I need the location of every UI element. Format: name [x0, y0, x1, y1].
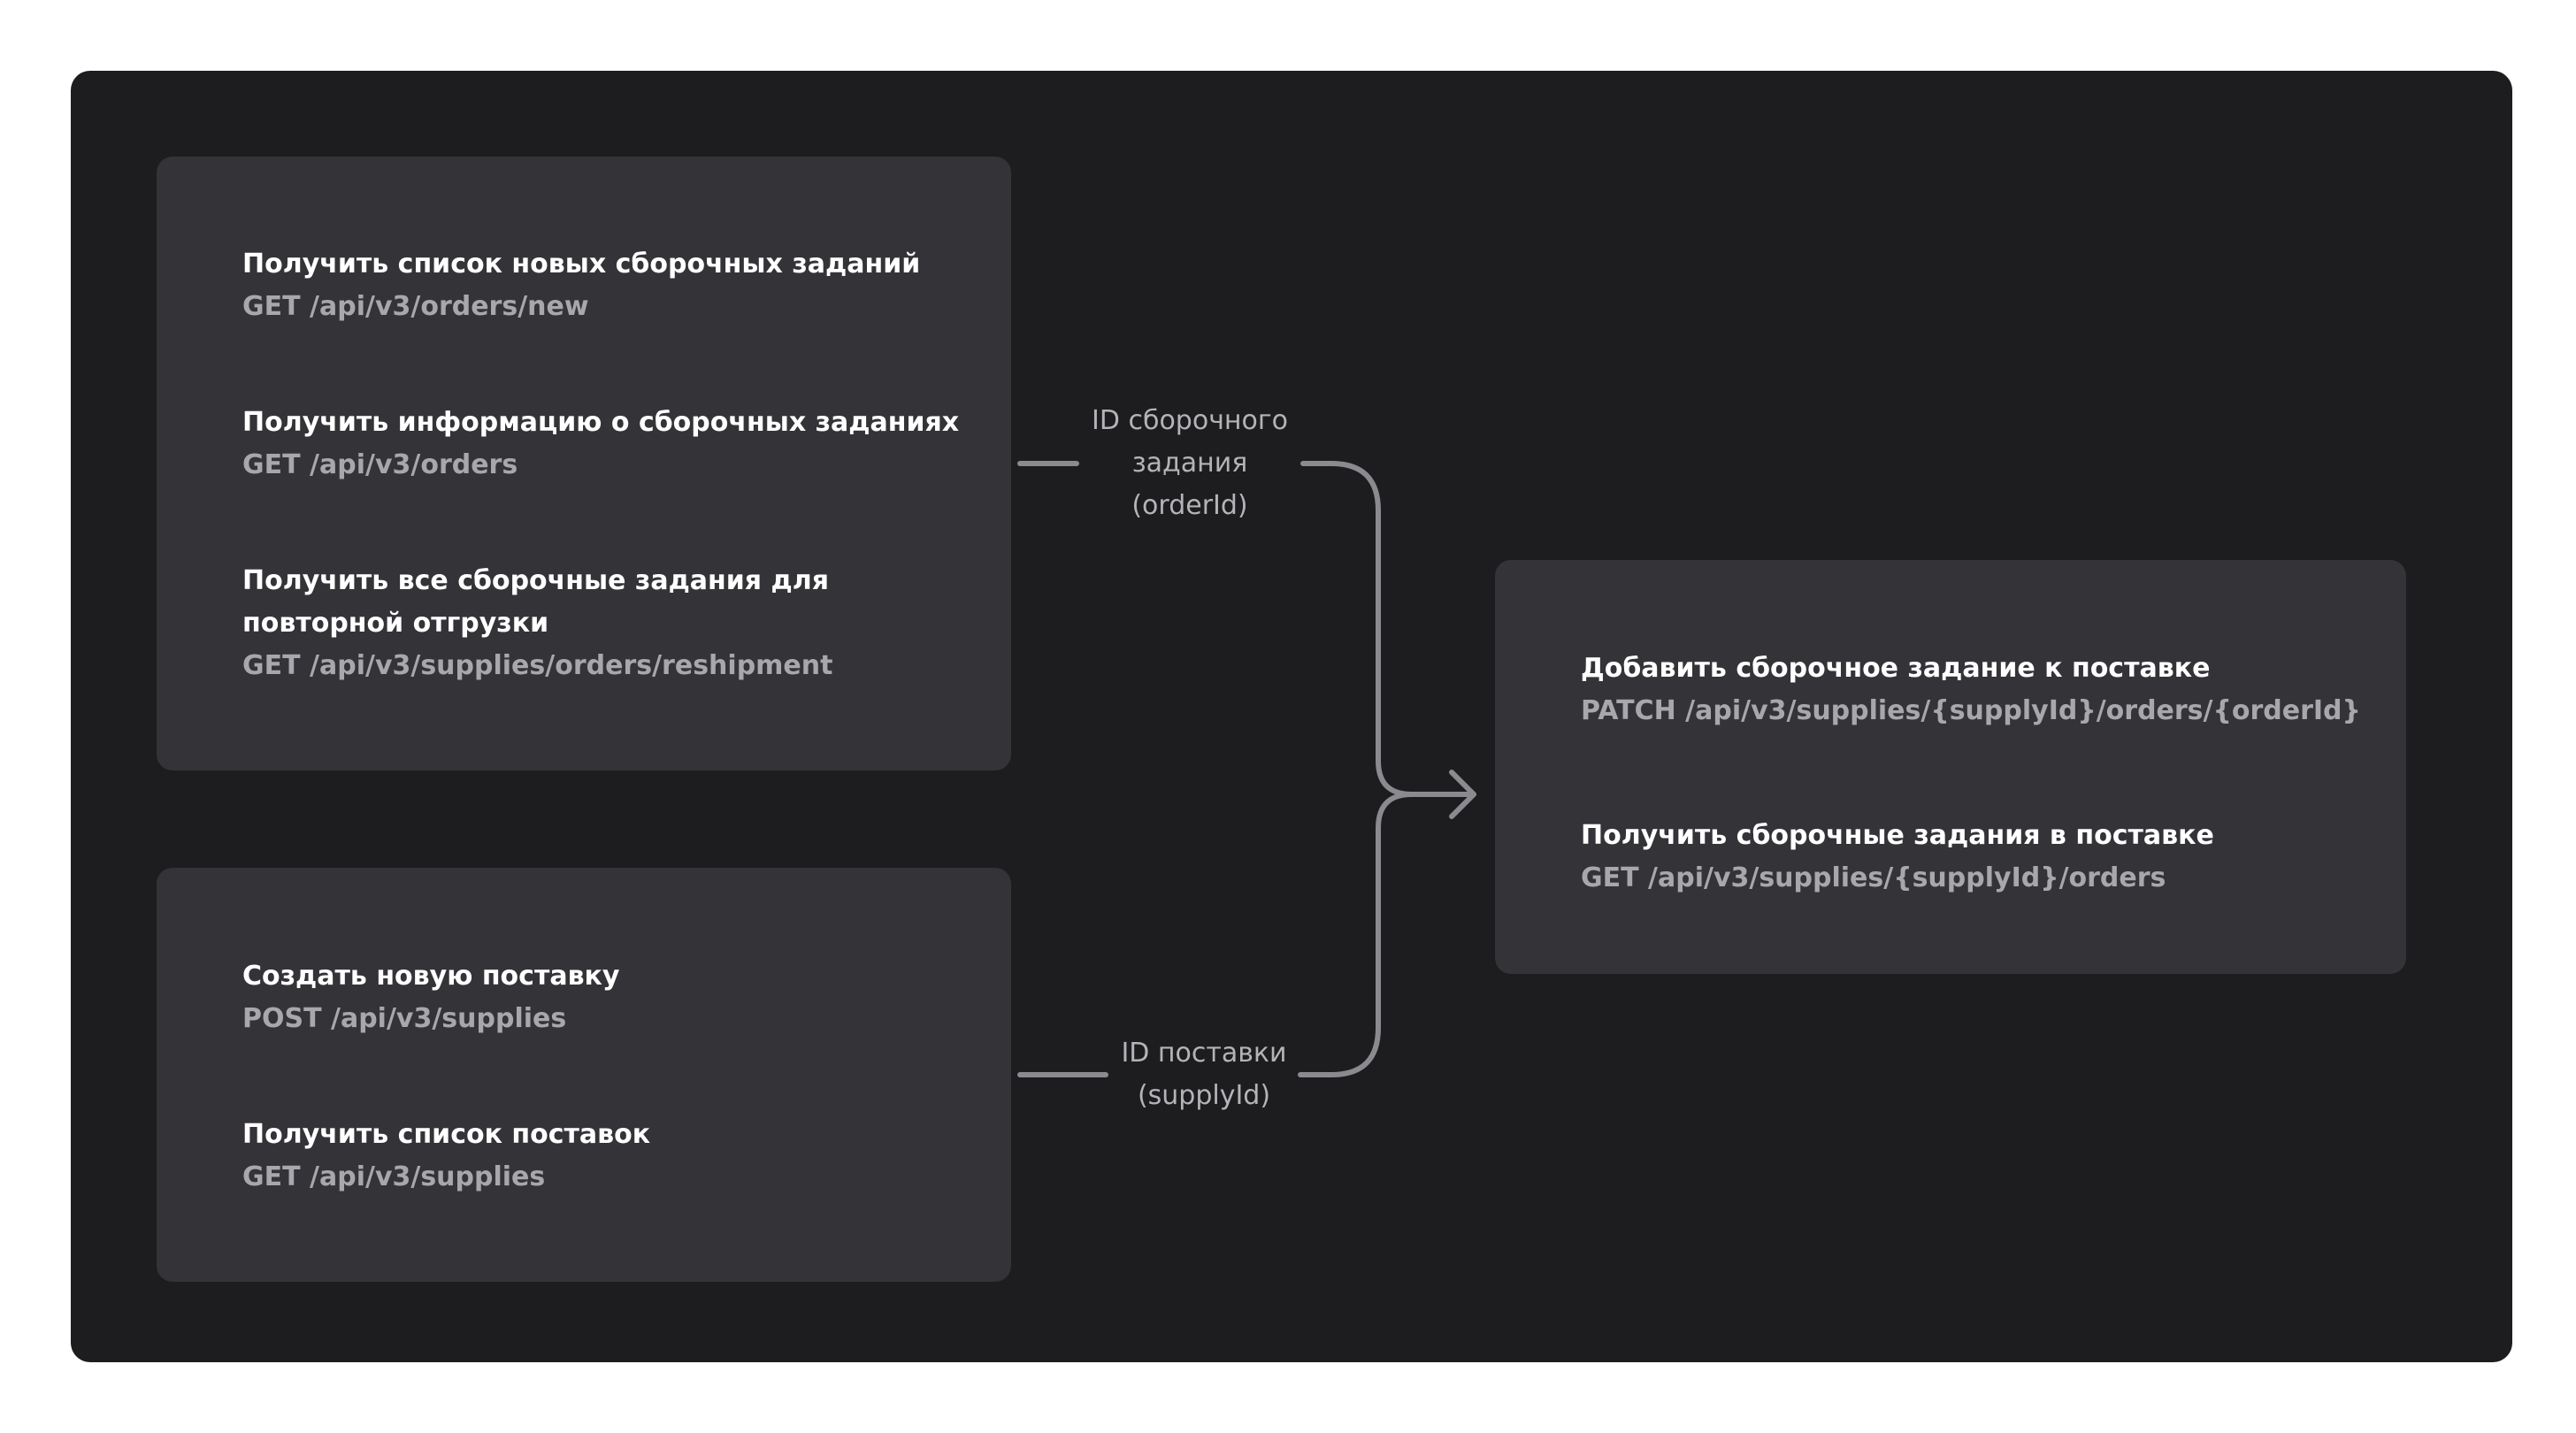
- order-id-label-line: задания: [1131, 448, 1248, 479]
- endpoint-item: Получить все сборочные задания для повто…: [242, 560, 950, 687]
- orders-endpoints-card: Получить список новых сборочных заданий …: [157, 157, 1011, 770]
- supply-id-branch: [1298, 792, 1414, 1077]
- order-id-label: ID сборочного задания (orderId): [1084, 400, 1296, 527]
- order-id-label-line: ID сборочного: [1091, 405, 1289, 436]
- endpoint-item: Получить сборочные задания в поставке GE…: [1581, 815, 2214, 900]
- order-id-branch: [1300, 461, 1476, 797]
- endpoint-title: Получить список поставок: [242, 1119, 651, 1150]
- endpoint-path: PATCH /api/v3/supplies/{supplyId}/orders…: [1581, 695, 2361, 726]
- arrow-head-icon: [1449, 770, 1476, 819]
- endpoint-path: GET /api/v3/supplies/{supplyId}/orders: [1581, 862, 2166, 893]
- endpoint-item: Создать новую поставку POST /api/v3/supp…: [242, 955, 619, 1040]
- endpoint-item: Получить информацию о сборочных заданиях…: [242, 402, 959, 487]
- endpoint-title: Получить список новых сборочных заданий: [242, 249, 921, 280]
- supply-orders-endpoints-card: Добавить сборочное задание к поставке PA…: [1495, 560, 2406, 974]
- endpoint-title: Создать новую поставку: [242, 961, 620, 992]
- endpoint-title: Получить все сборочные задания для повто…: [242, 565, 829, 639]
- diagram-canvas: Получить список новых сборочных заданий …: [71, 71, 2512, 1362]
- connector-lines: [1017, 461, 1476, 1077]
- endpoint-title: Добавить сборочное задание к поставке: [1581, 653, 2211, 684]
- endpoint-title: Получить информацию о сборочных заданиях: [242, 407, 960, 438]
- supply-id-label-line: ID поставки: [1121, 1038, 1287, 1069]
- supply-id-label: ID поставки (supplyId): [1106, 1032, 1302, 1117]
- endpoint-path: GET /api/v3/orders: [242, 449, 518, 480]
- order-id-label-line: (orderId): [1131, 490, 1248, 521]
- supply-id-label-line: (supplyId): [1137, 1080, 1271, 1111]
- supplies-endpoints-card: Создать новую поставку POST /api/v3/supp…: [157, 868, 1011, 1282]
- endpoint-item: Добавить сборочное задание к поставке PA…: [1581, 648, 2361, 732]
- endpoint-path: GET /api/v3/orders/new: [242, 291, 589, 322]
- endpoint-path: GET /api/v3/supplies: [242, 1161, 546, 1192]
- endpoint-title: Получить сборочные задания в поставке: [1581, 820, 2214, 851]
- endpoint-path: POST /api/v3/supplies: [242, 1003, 567, 1034]
- endpoint-item: Получить список новых сборочных заданий …: [242, 243, 920, 328]
- endpoint-item: Получить список поставок GET /api/v3/sup…: [242, 1114, 650, 1199]
- endpoint-path: GET /api/v3/supplies/orders/reshipment: [242, 650, 833, 681]
